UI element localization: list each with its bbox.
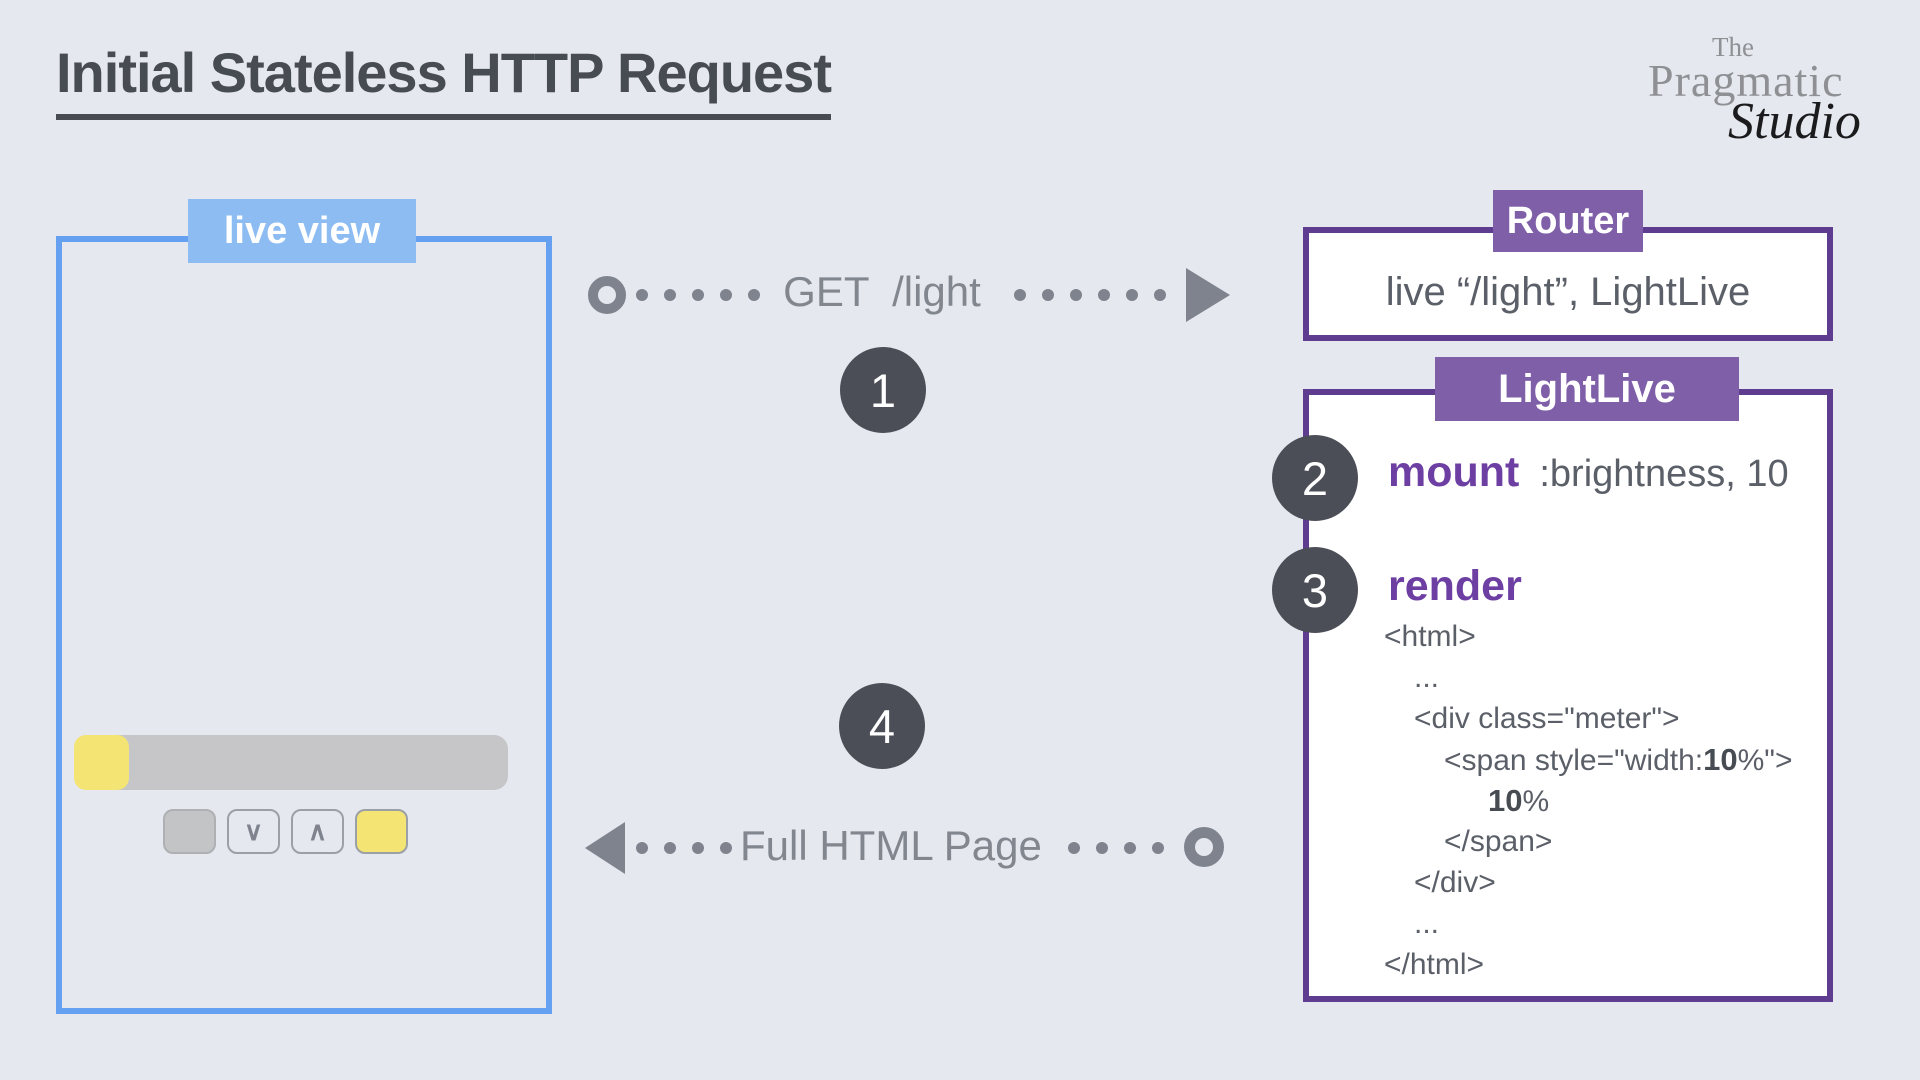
request-origin-ring-icon bbox=[588, 276, 626, 314]
response-origin-ring-icon bbox=[1184, 827, 1224, 867]
light-on-button[interactable] bbox=[355, 809, 408, 854]
arrow-dot bbox=[1014, 289, 1026, 301]
step-4-badge: 4 bbox=[839, 683, 925, 769]
request-dotted-line-left bbox=[636, 289, 760, 301]
arrow-dot bbox=[664, 289, 676, 301]
lightlive-tab: LightLive bbox=[1435, 357, 1739, 421]
router-route-code: live “/light”, LightLive bbox=[1385, 269, 1751, 314]
arrow-dot bbox=[1068, 842, 1080, 854]
response-dotted-line-left bbox=[636, 842, 732, 854]
arrow-dot bbox=[720, 289, 732, 301]
light-up-button[interactable]: ∧ bbox=[291, 809, 344, 854]
mount-keyword: mount bbox=[1388, 448, 1520, 496]
pragmatic-studio-logo: The Pragmatic Studio bbox=[1648, 22, 1884, 150]
mount-line: mount :brightness, 10 bbox=[1388, 448, 1789, 497]
arrow-dot bbox=[636, 842, 648, 854]
request-dotted-line-right bbox=[1014, 289, 1166, 301]
code-line: ... bbox=[1414, 907, 1440, 940]
logo-studio: Studio bbox=[1728, 93, 1861, 150]
response-arrowhead-icon bbox=[585, 822, 625, 874]
code-line: 10% bbox=[1488, 783, 1550, 818]
request-label: GET /light bbox=[783, 268, 981, 315]
arrow-dot bbox=[720, 842, 732, 854]
mount-args: :brightness, 10 bbox=[1539, 453, 1789, 495]
step-3-badge: 3 bbox=[1272, 547, 1358, 633]
rendered-html-code: <html>... <div class="meter"> <span style=… bbox=[1384, 616, 1792, 985]
arrow-dot bbox=[1126, 289, 1138, 301]
brightness-meter-fill bbox=[74, 735, 130, 790]
code-line: <span style="width:10%"> bbox=[1444, 742, 1793, 777]
arrow-dot bbox=[1152, 842, 1164, 854]
logo-pragmatic: Pragmatic bbox=[1648, 55, 1844, 106]
step-2-badge: 2 bbox=[1272, 435, 1358, 521]
light-off-button[interactable] bbox=[163, 809, 216, 854]
response-dotted-line-right bbox=[1068, 842, 1164, 854]
logo-the: The bbox=[1712, 32, 1754, 62]
arrow-dot bbox=[1124, 842, 1136, 854]
arrow-dot bbox=[1096, 842, 1108, 854]
code-line: </span> bbox=[1444, 825, 1553, 858]
arrow-dot bbox=[1098, 289, 1110, 301]
code-line: </div> bbox=[1414, 866, 1496, 899]
arrow-dot bbox=[692, 842, 704, 854]
arrow-dot bbox=[748, 289, 760, 301]
browser-window bbox=[56, 236, 552, 1014]
code-line: ... bbox=[1414, 661, 1440, 694]
router-tab: Router bbox=[1493, 190, 1643, 252]
arrow-dot bbox=[1154, 289, 1166, 301]
response-label: Full HTML Page bbox=[740, 822, 1042, 869]
arrow-dot bbox=[692, 289, 704, 301]
brightness-meter bbox=[74, 735, 508, 790]
arrow-dot bbox=[664, 842, 676, 854]
code-line: <div class="meter"> bbox=[1414, 702, 1680, 735]
arrow-dot bbox=[1070, 289, 1082, 301]
code-line: </html> bbox=[1384, 948, 1485, 981]
render-line: render bbox=[1388, 562, 1522, 611]
render-keyword: render bbox=[1388, 562, 1522, 610]
live-view-tab: live view bbox=[188, 199, 416, 263]
step-1-badge: 1 bbox=[840, 347, 926, 433]
arrow-dot bbox=[1042, 289, 1054, 301]
request-arrowhead-icon bbox=[1186, 268, 1230, 322]
code-line: <html> bbox=[1384, 620, 1476, 653]
light-down-button[interactable]: ∨ bbox=[227, 809, 280, 854]
page-title: Initial Stateless HTTP Request bbox=[56, 40, 832, 120]
arrow-dot bbox=[636, 289, 648, 301]
